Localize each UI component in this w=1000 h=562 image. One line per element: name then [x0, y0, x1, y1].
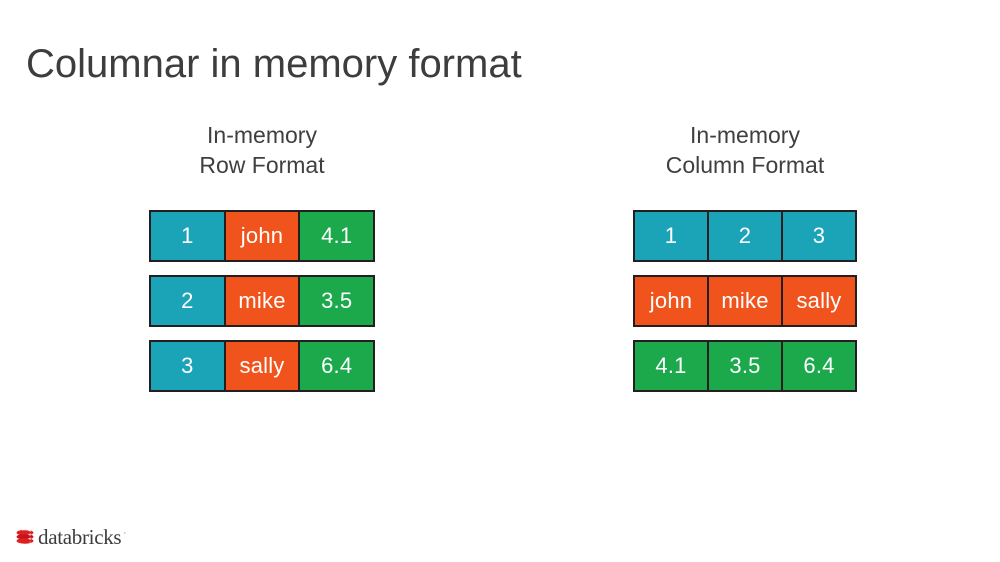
table-cell: mike	[709, 277, 783, 325]
trademark-mark: ·	[123, 528, 127, 538]
table-cell: 3	[151, 342, 226, 390]
table-cell: 6.4	[300, 342, 374, 390]
table-cell: 1	[151, 212, 226, 260]
panel-heading-row-format: In-memory Row Format	[199, 122, 325, 178]
table-cell: john	[635, 277, 709, 325]
table-row-format: 1 john 4.1 2 mike 3.5 3 sally 6.4	[149, 210, 375, 392]
table-row: john mike sally	[633, 275, 857, 327]
table-row: 2 mike 3.5	[149, 275, 375, 327]
table-row: 3 sally 6.4	[149, 340, 375, 392]
table-column-format: 1 2 3 john mike sally 4.1 3.5 6.4	[633, 210, 857, 392]
table-cell: 6.4	[783, 342, 855, 390]
table-cell: 1	[635, 212, 709, 260]
panel-row-format: In-memory Row Format 1 john 4.1 2 mike 3…	[149, 120, 375, 392]
table-cell: 2	[151, 277, 226, 325]
table-row: 4.1 3.5 6.4	[633, 340, 857, 392]
table-row: 1 john 4.1	[149, 210, 375, 262]
page-title: Columnar in memory format	[26, 42, 522, 86]
table-cell: mike	[225, 277, 301, 325]
table-cell: 3	[783, 212, 855, 260]
table-cell: 4.1	[300, 212, 374, 260]
table-cell: john	[225, 212, 301, 260]
databricks-wordmark: databricks	[38, 524, 122, 549]
databricks-logo: databricks ·	[14, 526, 126, 548]
table-cell: 2	[709, 212, 783, 260]
databricks-stacked-logo-icon	[14, 526, 36, 548]
table-row: 1 2 3	[633, 210, 857, 262]
table-cell: 4.1	[635, 342, 709, 390]
table-cell: 3.5	[709, 342, 783, 390]
table-cell: 3.5	[300, 277, 374, 325]
table-cell: sally	[783, 277, 855, 325]
panel-heading-column-format: In-memory Column Format	[665, 122, 825, 178]
table-cell: sally	[225, 342, 301, 390]
panel-column-format: In-memory Column Format 1 2 3 john mike …	[633, 120, 857, 392]
